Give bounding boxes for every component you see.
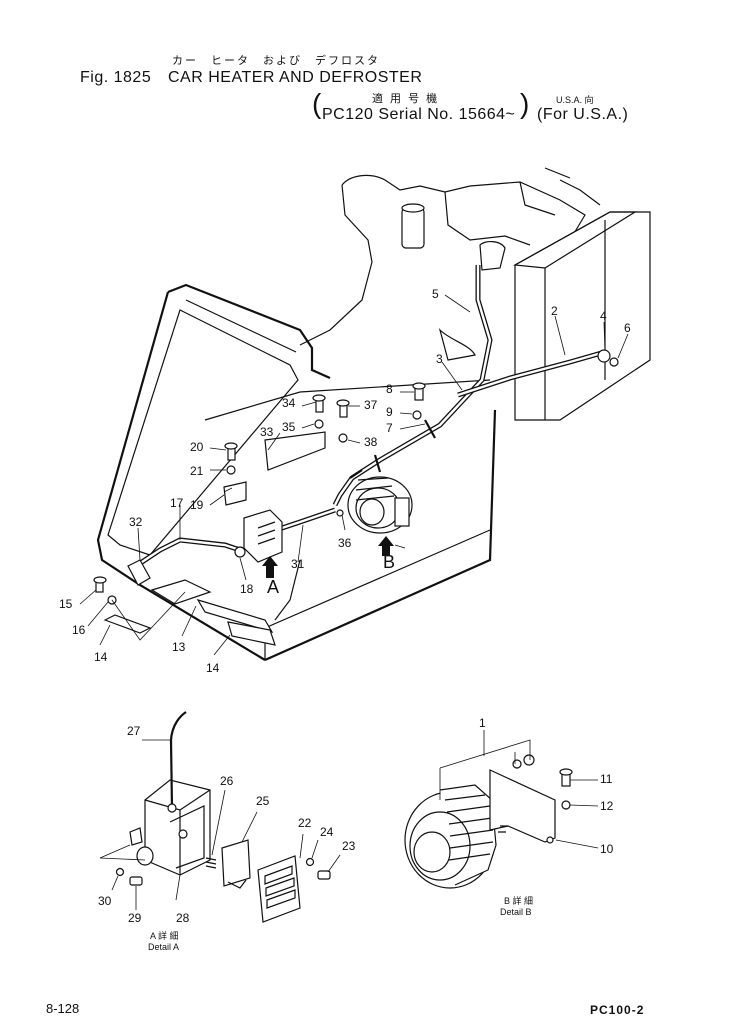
callout-8: 8 — [386, 382, 393, 396]
detail-b-drawing — [404, 730, 599, 889]
callout-6: 6 — [624, 321, 631, 335]
view-arrows — [262, 536, 406, 578]
figure-title: CAR HEATER AND DEFROSTER — [168, 69, 423, 86]
callout-10: 10 — [600, 842, 614, 856]
callout-5: 5 — [432, 287, 439, 301]
page-number: 8-128 — [46, 1001, 80, 1016]
leader-lines — [79, 294, 629, 656]
callout-38: 38 — [364, 435, 378, 449]
callout-36: 36 — [338, 536, 352, 550]
callout-21: 21 — [190, 464, 204, 478]
callout-9: 9 — [386, 405, 393, 419]
callout-26: 26 — [220, 774, 234, 788]
callout-14-right: 14 — [206, 661, 220, 675]
usa-note: (For U.S.A.) — [537, 106, 629, 123]
callout-34: 34 — [282, 396, 296, 410]
callout-32: 32 — [129, 515, 143, 529]
heater-control-unit-a — [234, 509, 283, 563]
callout-14-left: 14 — [94, 650, 108, 664]
engine-outline — [299, 167, 601, 361]
callout-16: 16 — [72, 623, 86, 637]
usa-japanese: U.S.A. 向 — [556, 95, 594, 105]
blower-motor-b — [347, 469, 413, 534]
radiator-box — [513, 211, 651, 421]
callout-35: 35 — [282, 420, 296, 434]
callout-22: 22 — [298, 816, 312, 830]
callout-13: 13 — [172, 640, 186, 654]
view-label-b: B — [383, 552, 396, 572]
callout-18: 18 — [240, 582, 254, 596]
callout-28: 28 — [176, 911, 190, 925]
callout-20: 20 — [190, 440, 204, 454]
title-japanese: カー ヒータ および デフロスタ — [172, 55, 380, 67]
callout-19: 19 — [190, 498, 204, 512]
serial-japanese: 適 用 号 機 — [372, 93, 440, 105]
detail-b-label-japanese: B 詳 細 — [504, 896, 534, 906]
callout-17: 17 — [170, 496, 184, 510]
fasteners — [93, 382, 426, 605]
callout-1: 1 — [479, 716, 486, 730]
callout-12: 12 — [600, 799, 614, 813]
callout-23: 23 — [342, 839, 356, 853]
detail-a-label: Detail A — [148, 942, 180, 952]
serial-number: PC120 Serial No. 15664~ — [322, 106, 516, 123]
callout-4: 4 — [600, 309, 607, 323]
callout-15: 15 — [59, 597, 73, 611]
figure-label: Fig. 1825 — [80, 69, 152, 86]
heater-hoses — [128, 265, 619, 621]
detail-b-label: Detail B — [500, 907, 532, 917]
detail-a-label-japanese: A 詳 細 — [150, 931, 179, 941]
cab-frame — [96, 283, 497, 662]
callout-29: 29 — [128, 911, 142, 925]
callout-7: 7 — [386, 421, 393, 435]
view-label-a: A — [267, 577, 280, 597]
detail-a-drawing — [99, 711, 341, 923]
callout-30: 30 — [98, 894, 112, 908]
callout-24: 24 — [320, 825, 334, 839]
callout-27: 27 — [127, 724, 141, 738]
paren-open: ( — [312, 88, 322, 119]
callout-33: 33 — [260, 425, 274, 439]
callout-2: 2 — [551, 304, 558, 318]
callout-3: 3 — [436, 352, 443, 366]
callout-31: 31 — [291, 557, 305, 571]
paren-close: ) — [520, 88, 530, 119]
callout-11: 11 — [600, 772, 613, 786]
callout-25: 25 — [256, 794, 270, 808]
defroster-ducts — [103, 431, 326, 646]
callout-37: 37 — [364, 398, 378, 412]
model-code: PC100-2 — [590, 1003, 645, 1017]
